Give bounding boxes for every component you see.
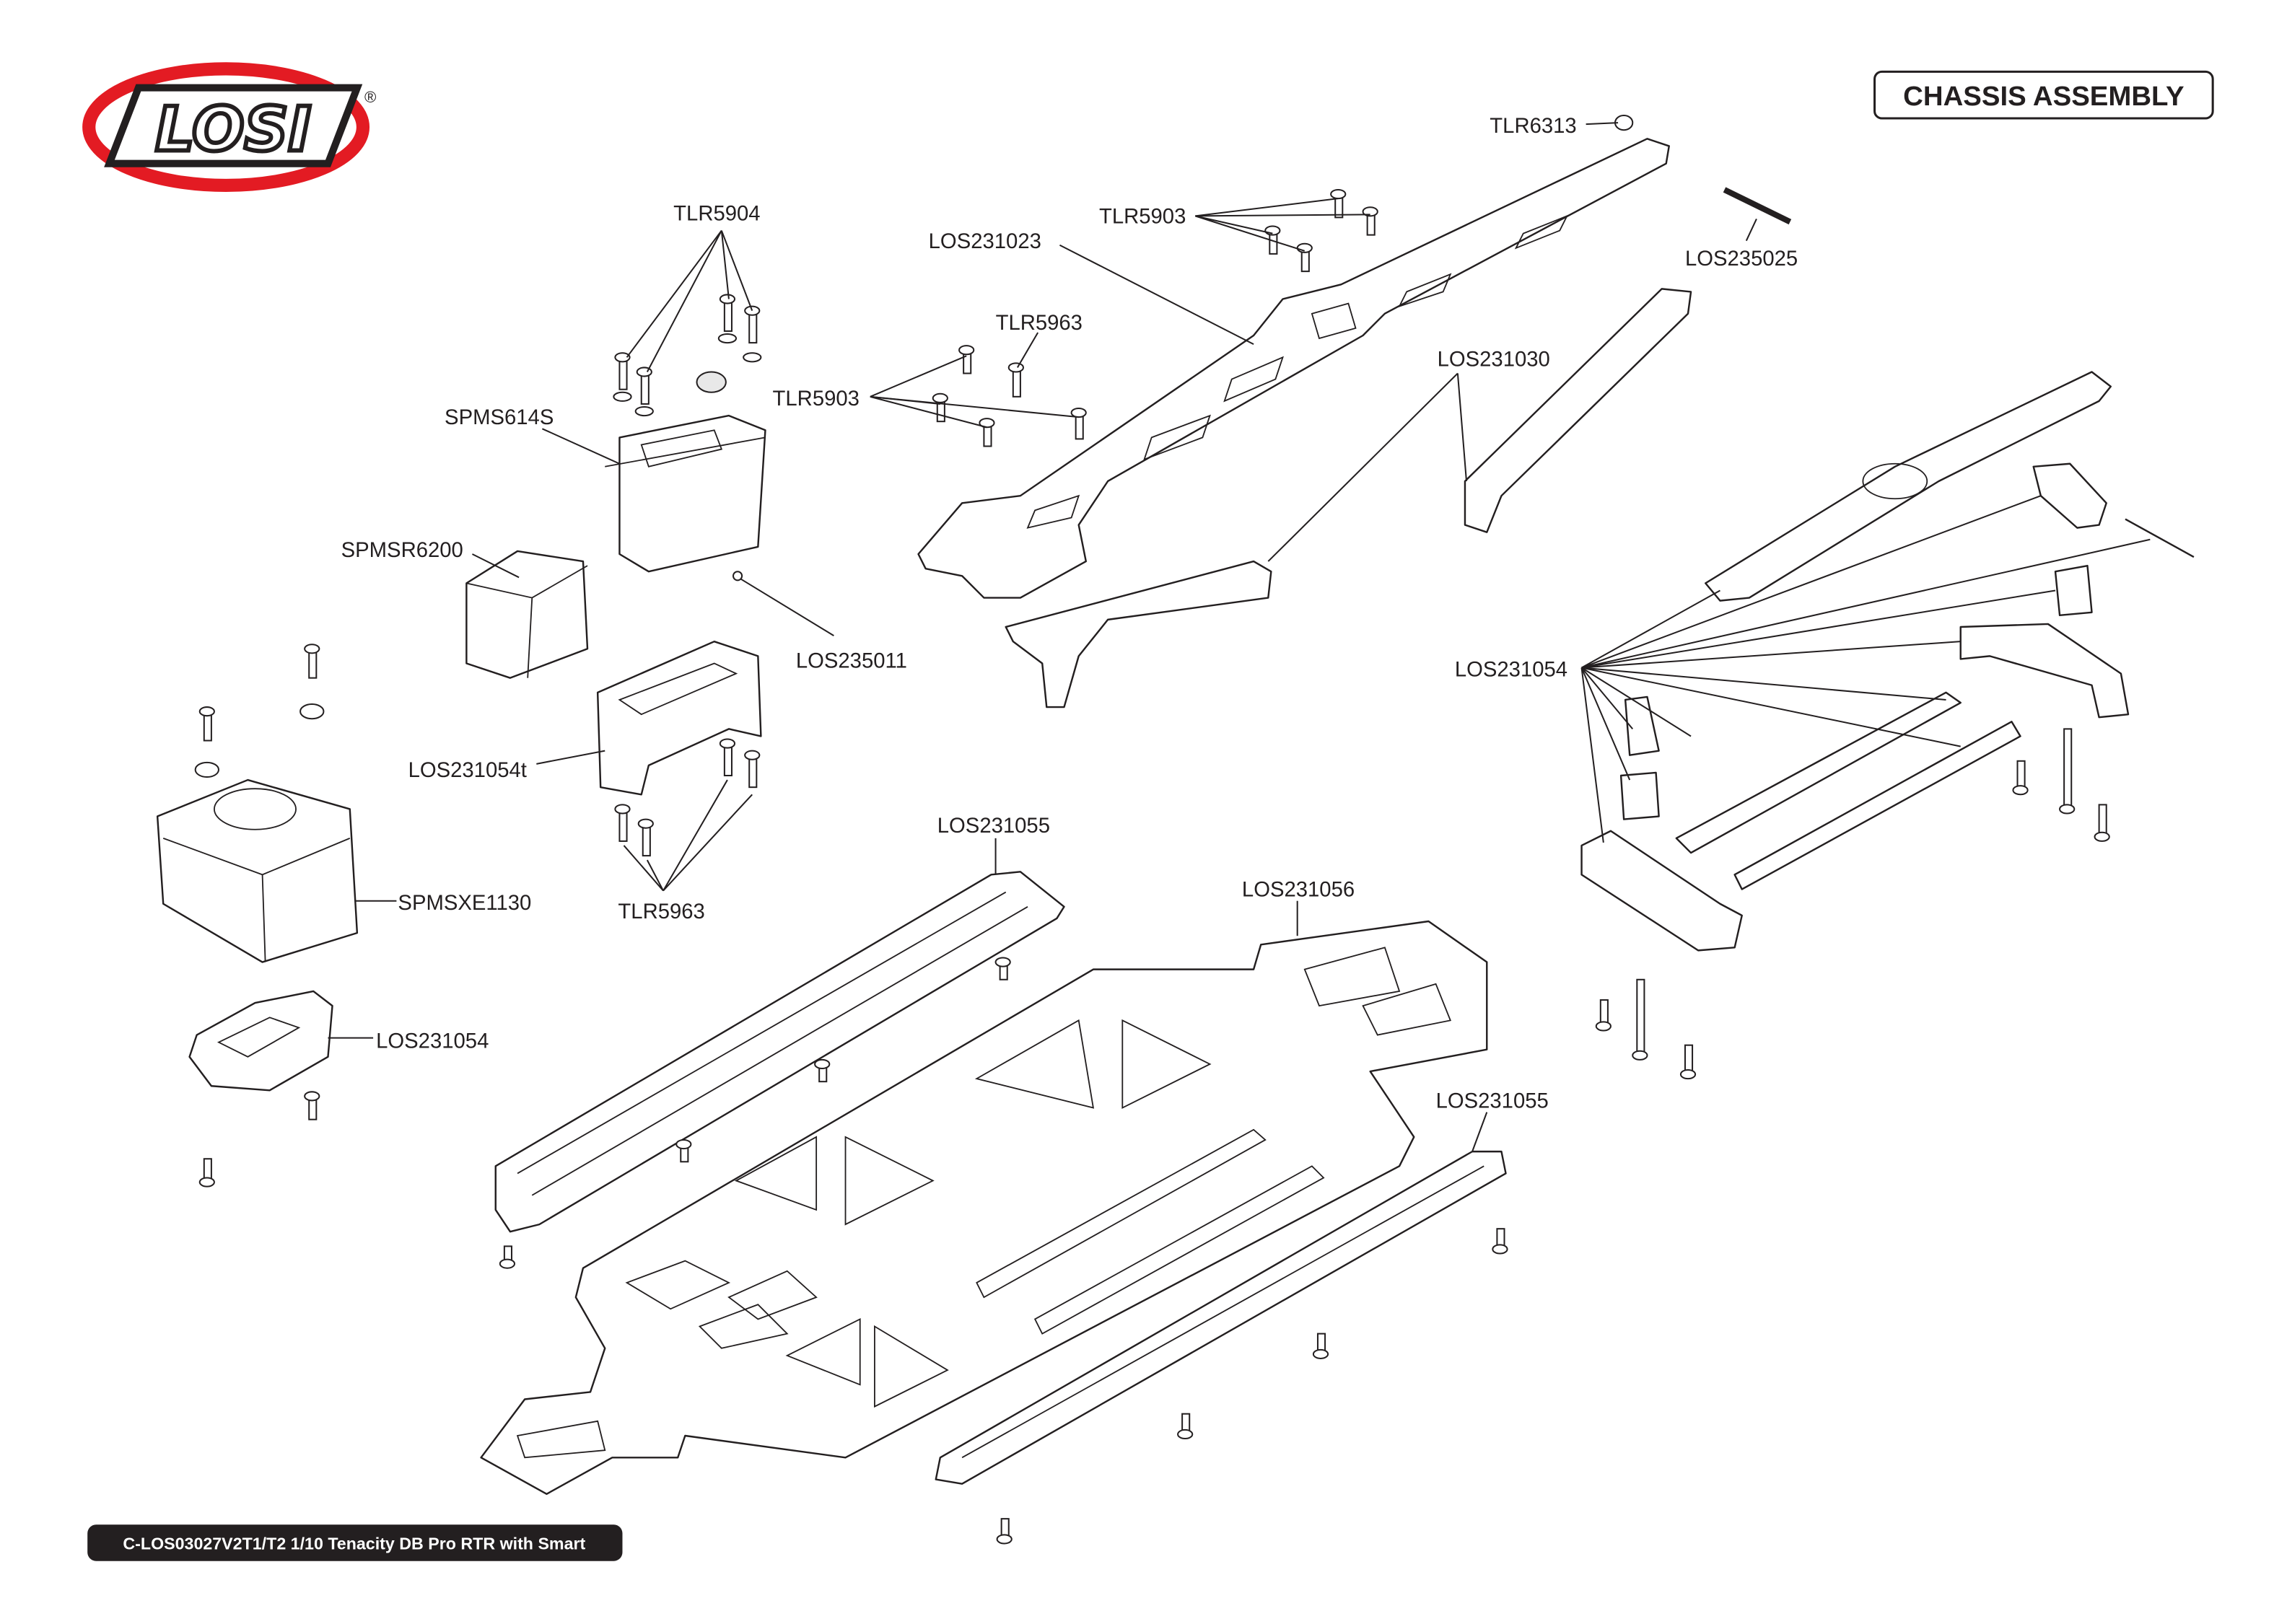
screws: [194, 114, 2110, 1545]
label-los231054-left: LOS231054: [376, 1030, 489, 1053]
label-los235025: LOS235025: [1685, 247, 1798, 271]
label-tlr5904: TLR5904: [673, 201, 760, 225]
part-left-side-rail: [494, 871, 1065, 1233]
title-text: CHASSIS ASSEMBLY: [1903, 81, 2184, 112]
screw-icon: [958, 345, 975, 374]
leader-lines: [328, 122, 2151, 1152]
label-tlr5903-top: TLR5903: [1099, 204, 1186, 228]
screw-icon: [996, 1518, 1013, 1545]
screw-icon: [1492, 1228, 1508, 1255]
screw-icon: [1296, 242, 1313, 273]
screw-icon: [614, 352, 631, 390]
screw-icon: [744, 750, 761, 789]
part-esc: [156, 778, 359, 963]
screw-icon: [932, 392, 948, 423]
screw-icon: [994, 957, 1011, 980]
screw-icon: [304, 1091, 320, 1120]
label-los231023: LOS231023: [929, 229, 1041, 253]
screw-icon: [614, 804, 631, 842]
screw-icon: [1177, 1413, 1194, 1440]
label-los235011: LOS235011: [796, 649, 907, 673]
label-los231056: LOS231056: [1242, 878, 1355, 902]
label-los231030: LOS231030: [1438, 347, 1550, 371]
label-los231054t: LOS231054t: [408, 758, 527, 782]
part-labels: TLR6313 TLR5904 TLR5903 LOS235025 LOS231…: [341, 114, 1798, 1112]
screw-icon: [1070, 407, 1087, 440]
screw-icon: [637, 818, 654, 857]
screw-icon: [1679, 1044, 1697, 1080]
screw-icon: [636, 367, 652, 405]
screw-icon: [744, 305, 761, 344]
svg-text:®: ®: [364, 88, 377, 106]
screw-icon: [2094, 804, 2110, 842]
label-los231055-left: LOS231055: [937, 814, 1050, 838]
label-spms614s: SPMS614S: [445, 405, 554, 429]
part-receiver: [465, 550, 589, 679]
screw-icon: [304, 644, 320, 679]
screw-icon: [675, 1138, 692, 1163]
label-los231055-right: LOS231055: [1436, 1089, 1549, 1113]
screw-icon: [1007, 362, 1024, 398]
screw-icon: [499, 1245, 516, 1269]
screw-icon: [1595, 999, 1612, 1032]
svg-text:LOSI: LOSI: [155, 94, 311, 165]
screw-icon: [1362, 206, 1378, 236]
footer-badge: C-LOS03027V2T1/T2 1/10 Tenacity DB Pro R…: [87, 1524, 623, 1561]
section-title: CHASSIS ASSEMBLY: [1873, 70, 2214, 120]
part-esc-mount: [188, 990, 333, 1092]
part-pin: [1723, 187, 1792, 225]
screw-icon: [198, 706, 215, 742]
grommet-icon: [732, 571, 743, 581]
screw-icon: [2012, 760, 2029, 796]
washer-icon: [194, 333, 762, 778]
part-chassis-plate: [480, 920, 1488, 1496]
screw-icon: [1330, 189, 1347, 219]
losi-logo: LOSI ®: [82, 62, 377, 193]
part-top-deck: [917, 138, 1670, 599]
label-los231054-right: LOS231054: [1455, 658, 1567, 682]
screw-icon: [979, 418, 995, 447]
screw-icon: [719, 738, 736, 777]
screw-icon: [2059, 728, 2076, 815]
part-servo-mount: [596, 640, 762, 796]
screw-icon: [1632, 978, 1648, 1061]
screw-icon: [719, 294, 736, 332]
footer-text: C-LOS03027V2T1/T2 1/10 Tenacity DB Pro R…: [123, 1535, 585, 1553]
label-spmsr6200: SPMSR6200: [341, 538, 463, 562]
screw-icon: [814, 1058, 831, 1083]
part-front-brace: [1580, 371, 2195, 952]
label-spmsxe1130: SPMSXE1130: [398, 891, 531, 915]
label-tlr5963-bottom: TLR5963: [618, 900, 704, 923]
label-tlr6313: TLR6313: [1490, 114, 1576, 138]
leader-los231054-fan: [1580, 495, 2151, 843]
part-servo: [605, 371, 766, 573]
label-tlr5903-mid: TLR5903: [773, 387, 860, 411]
part-chassis-brace: [1005, 288, 1692, 708]
screw-icon: [1312, 1333, 1329, 1359]
label-tlr5963-top: TLR5963: [996, 311, 1083, 335]
screw-icon: [198, 1158, 215, 1188]
